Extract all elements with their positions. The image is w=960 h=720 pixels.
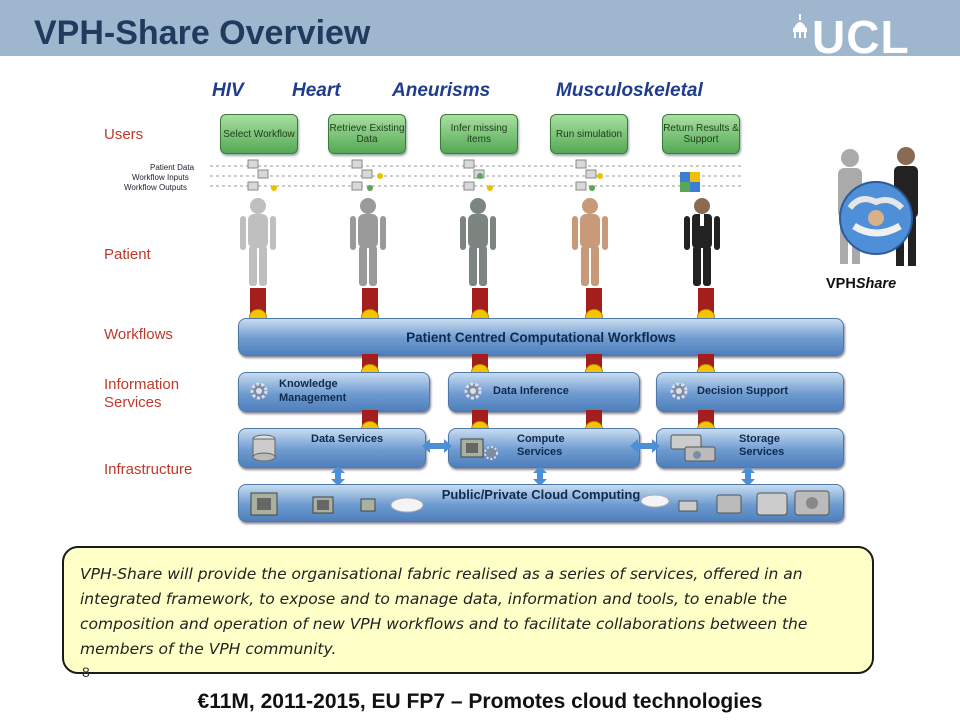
vertical-arrow-icon: [741, 466, 755, 486]
figure-aneurism-patient: [460, 198, 496, 286]
cloud-computing-bar: Public/Private Cloud Computing: [238, 484, 844, 522]
compute-services-box: Compute Services: [448, 428, 640, 468]
category-musculoskeletal: Musculoskeletal: [556, 80, 703, 101]
figure-clinician: [684, 198, 720, 286]
patient-figures: [240, 198, 720, 286]
data-inference-box: Data Inference: [448, 372, 640, 412]
data-label-patient-data: Patient Data: [150, 163, 195, 172]
action-retrieve-existing-data: Retrieve Existing Data: [328, 114, 406, 154]
storage-services-label: Storage Services: [739, 433, 785, 458]
decision-support-box: Decision Support: [656, 372, 844, 412]
figure-heart-patient: [350, 198, 386, 286]
figure-musculoskeletal-patient: [572, 198, 608, 286]
footer-text: €11M, 2011-2015, EU FP7 – Promotes cloud…: [197, 690, 763, 713]
action-return-results: Return Results & Support: [662, 114, 740, 154]
row-label-infrastructure: Infrastructure: [104, 461, 193, 478]
database-icon: [252, 434, 276, 462]
description-text: VPH-Share will provide the organisationa…: [80, 565, 808, 658]
gear-icon: [670, 382, 688, 400]
action-infer-missing-items: Infer missing items: [440, 114, 518, 154]
vertical-arrow-icon: [533, 466, 547, 486]
bidirectional-arrow-icon: [422, 439, 452, 453]
ucl-dome-icon: [793, 14, 807, 38]
data-file-icons: [247, 159, 700, 192]
page-title: VPH-Share Overview: [34, 14, 371, 52]
data-label-workflow-inputs: Workflow Inputs: [132, 173, 189, 182]
row-label-patient: Patient: [104, 246, 151, 263]
bidirectional-arrow-icon: [630, 439, 660, 453]
vphshare-logo-illustration: [838, 147, 918, 266]
category-aneurisms: Aneurisms: [392, 80, 491, 101]
vphshare-logo-text: VPHShare: [826, 276, 896, 292]
workflows-bar: Patient Centred Computational Workflows: [238, 318, 844, 356]
row-label-workflows: Workflows: [104, 326, 173, 343]
figure-hiv-patient: [240, 198, 276, 286]
vertical-arrow-icon: [331, 466, 345, 486]
storage-services-box: Storage Services: [656, 428, 844, 468]
data-label-workflow-outputs: Workflow Outputs: [124, 183, 187, 192]
description-box: VPH-Share will provide the organisationa…: [62, 546, 874, 674]
page-number: 8: [82, 664, 90, 680]
row-label-information-services: Information Services: [104, 376, 180, 411]
gear-icon: [464, 382, 482, 400]
ucl-logo: UCL: [812, 11, 910, 63]
vphshare-logo-part1: VPH: [826, 276, 856, 292]
knowledge-management-label: Knowledge Management: [279, 378, 347, 404]
data-inference-label: Data Inference: [493, 385, 569, 397]
chip-icon: [460, 438, 498, 460]
data-services-label: Data Services: [311, 433, 384, 445]
gear-icon: [250, 382, 268, 400]
vphshare-logo-part2: Share: [855, 276, 897, 292]
category-hiv: HIV: [212, 80, 244, 101]
compute-services-label: Compute Services: [517, 433, 565, 458]
decision-support-label: Decision Support: [697, 385, 789, 397]
category-heart: Heart: [292, 80, 341, 101]
action-select-workflow: Select Workflow: [220, 114, 298, 154]
cloud-hardware-icons: [250, 492, 424, 516]
data-services-box: Data Services: [238, 428, 426, 468]
knowledge-management-box: Knowledge Management: [238, 372, 430, 412]
storage-hardware-icons: [640, 490, 830, 516]
hard-drive-icon: [670, 434, 716, 462]
action-run-simulation: Run simulation: [550, 114, 628, 154]
cloud-computing-label: Public/Private Cloud Computing: [441, 487, 641, 502]
row-label-users: Users: [104, 126, 144, 143]
